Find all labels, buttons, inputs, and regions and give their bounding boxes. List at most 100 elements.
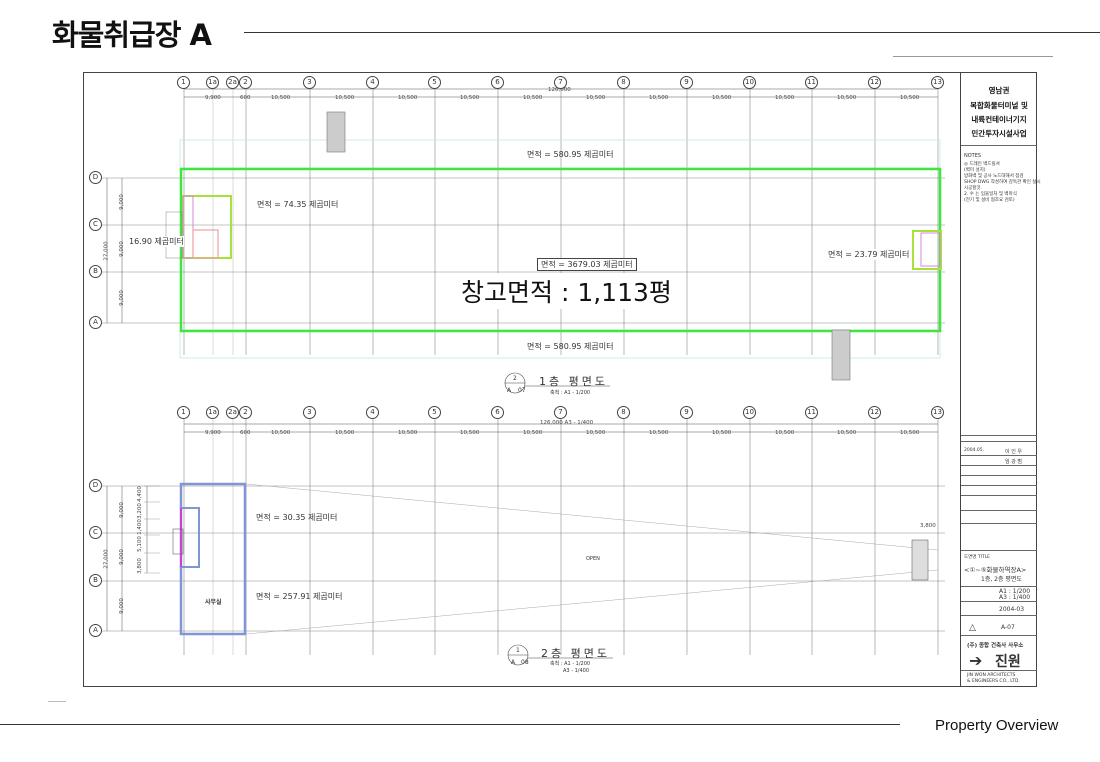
grid-bubble-2a: 2a	[226, 406, 239, 419]
plan-title-1f: 1층 평면도	[539, 375, 608, 388]
plan-scale2-2f: A3 - 1/400	[563, 668, 589, 674]
sheet-no-2f: 08	[521, 659, 529, 666]
footer-divider	[0, 724, 900, 725]
grid-bubble-C: C	[89, 218, 102, 231]
drawing-title: <①~⑤화물하역장A>	[964, 566, 1027, 574]
drawing-title-label: 도면명 TITLE	[964, 555, 991, 560]
grid-bubble-4: 4	[366, 76, 379, 89]
date: 2004.05.	[964, 448, 985, 453]
note-line: SHOP DWG 작성하여 감독관 확인 실시	[964, 180, 1041, 185]
span-dimension: 10,500	[837, 430, 857, 436]
project-line-3: 내륙컨테이너기지	[971, 115, 1027, 124]
span-dimension: 10,500	[335, 430, 355, 436]
grid-bubble-3: 3	[303, 406, 316, 419]
firm-logo-arrow-icon: ➔	[969, 651, 983, 670]
row-dimension-total: 27,000	[103, 240, 110, 261]
span-dimension: 10,500	[271, 95, 291, 101]
span-dimension: 600	[240, 95, 251, 101]
grid-bubble-7: 7	[554, 76, 567, 89]
area-label-right: 면적 = 23.79 제곱미터	[828, 249, 910, 260]
dim-right-2f: 3,800	[920, 523, 936, 529]
grid-bubble-4: 4	[366, 406, 379, 419]
grid-bubble-6: 6	[491, 406, 504, 419]
grid-bubble-C: C	[89, 526, 102, 539]
span-dimension: 10,500	[335, 95, 355, 101]
note-line: (벽미 설치)	[964, 168, 986, 173]
grid-bubble-1a: 1a	[206, 76, 219, 89]
grid-bubble-B: B	[89, 265, 102, 278]
project-line-4: 민간투자시설사업	[971, 129, 1027, 138]
drafter: 임 강 범	[1005, 459, 1022, 465]
bottom-row-dimension: 5,100	[137, 536, 143, 552]
grid-bubble-A: A	[89, 624, 102, 637]
area-label-top: 면적 = 580.95 제곱미터	[527, 150, 614, 159]
drawing-frame	[83, 72, 1037, 687]
row-dimension: 9,000	[118, 193, 125, 210]
span-dimension: 600	[240, 430, 251, 436]
grid-bubble-3: 3	[303, 76, 316, 89]
span-dimension: 10,500	[460, 430, 480, 436]
note-line: 2. 수 는 입을일처 및 벽마식	[964, 192, 1017, 197]
grid-bubble-D: D	[89, 171, 102, 184]
bottom-row-dimension: 3,800	[137, 558, 143, 574]
grid-bubble-12: 12	[868, 76, 881, 89]
span-dimension: 10,500	[900, 95, 920, 101]
overall-dim-bottom: 126,000 A3 - 1/400	[540, 420, 594, 426]
row-dimension: 9,000	[118, 501, 125, 518]
grid-bubble-9: 9	[680, 76, 693, 89]
area-label-wc: 면적 = 30.35 제곱미터	[256, 513, 338, 522]
area-label-office-2f: 면적 = 257.91 제곱미터	[256, 592, 343, 601]
span-dimension: 10,500	[712, 95, 732, 101]
project-line-2: 복합화물터미널 및	[970, 101, 1028, 110]
grid-bubble-10: 10	[743, 76, 756, 89]
sheet-a-2f: A	[511, 659, 516, 666]
open-void-diagonal	[245, 569, 939, 635]
firm-name-en-1: JIN WON ARCHITECTS	[967, 673, 1016, 678]
grid-bubble-5: 5	[428, 76, 441, 89]
grid-bubble-A: A	[89, 316, 102, 329]
room-label-office: 사무실	[205, 599, 222, 606]
sheet-no-1f: 07	[518, 387, 526, 394]
span-dimension: 10,500	[649, 430, 669, 436]
grid-bubble-13: 13	[931, 406, 944, 419]
office-area-outline	[182, 195, 232, 259]
span-dimension: 10,500	[271, 430, 291, 436]
row-dimension: 9,000	[118, 598, 125, 614]
designer: 이 인 우	[1005, 449, 1022, 455]
area-label-office: 면적 = 74.35 제곱미터	[257, 200, 339, 209]
grid-bubble-1: 1	[177, 76, 190, 89]
plan-scale-1f: 축척 : A1 - 1/200	[550, 390, 591, 396]
grid-bubble-6: 6	[491, 76, 504, 89]
warehouse-area-label: 창고면적 : 1,113평	[457, 273, 676, 309]
grid-bubble-8: 8	[617, 406, 630, 419]
span-dimension: 10,500	[712, 430, 732, 436]
note-line: (전기 및 설비 협조요 검토)	[964, 198, 1015, 203]
grid-bubble-8: 8	[617, 76, 630, 89]
span-dimension: 10,500	[649, 95, 669, 101]
revision-triangle-icon: △	[969, 623, 976, 633]
grid-bubble-10: 10	[743, 406, 756, 419]
row-dimension: 9,000	[118, 549, 125, 565]
note-line: 시공할것.	[964, 186, 982, 191]
note-line: 방화벽 및 공사 노드대해서 점검	[964, 174, 1024, 179]
grid-bubble-5: 5	[428, 406, 441, 419]
open-void-diagonal	[245, 483, 939, 551]
red-area-outline	[192, 229, 219, 259]
span-dimension: 10,500	[586, 430, 606, 436]
span-dimension: 10,500	[460, 95, 480, 101]
grid-bubble-11: 11	[805, 76, 818, 89]
span-dimension: 10,500	[523, 95, 543, 101]
stair-ramp-bottom	[831, 329, 851, 381]
grid-bubble-12: 12	[868, 406, 881, 419]
plan-title-2f: 2층 평면도	[541, 647, 610, 660]
firm-logo: 진원	[995, 654, 1021, 670]
subtitle-divider	[893, 56, 1053, 57]
scale-a3: A3 : 1/400	[999, 594, 1031, 601]
grid-bubble-1: 1	[177, 406, 190, 419]
footer-label: Property Overview	[935, 717, 1059, 734]
span-dimension: 10,500	[523, 430, 543, 436]
span-dimension: 10,500	[398, 430, 418, 436]
area-right-outline	[912, 230, 942, 270]
date-issued: 2004-03	[999, 606, 1025, 613]
